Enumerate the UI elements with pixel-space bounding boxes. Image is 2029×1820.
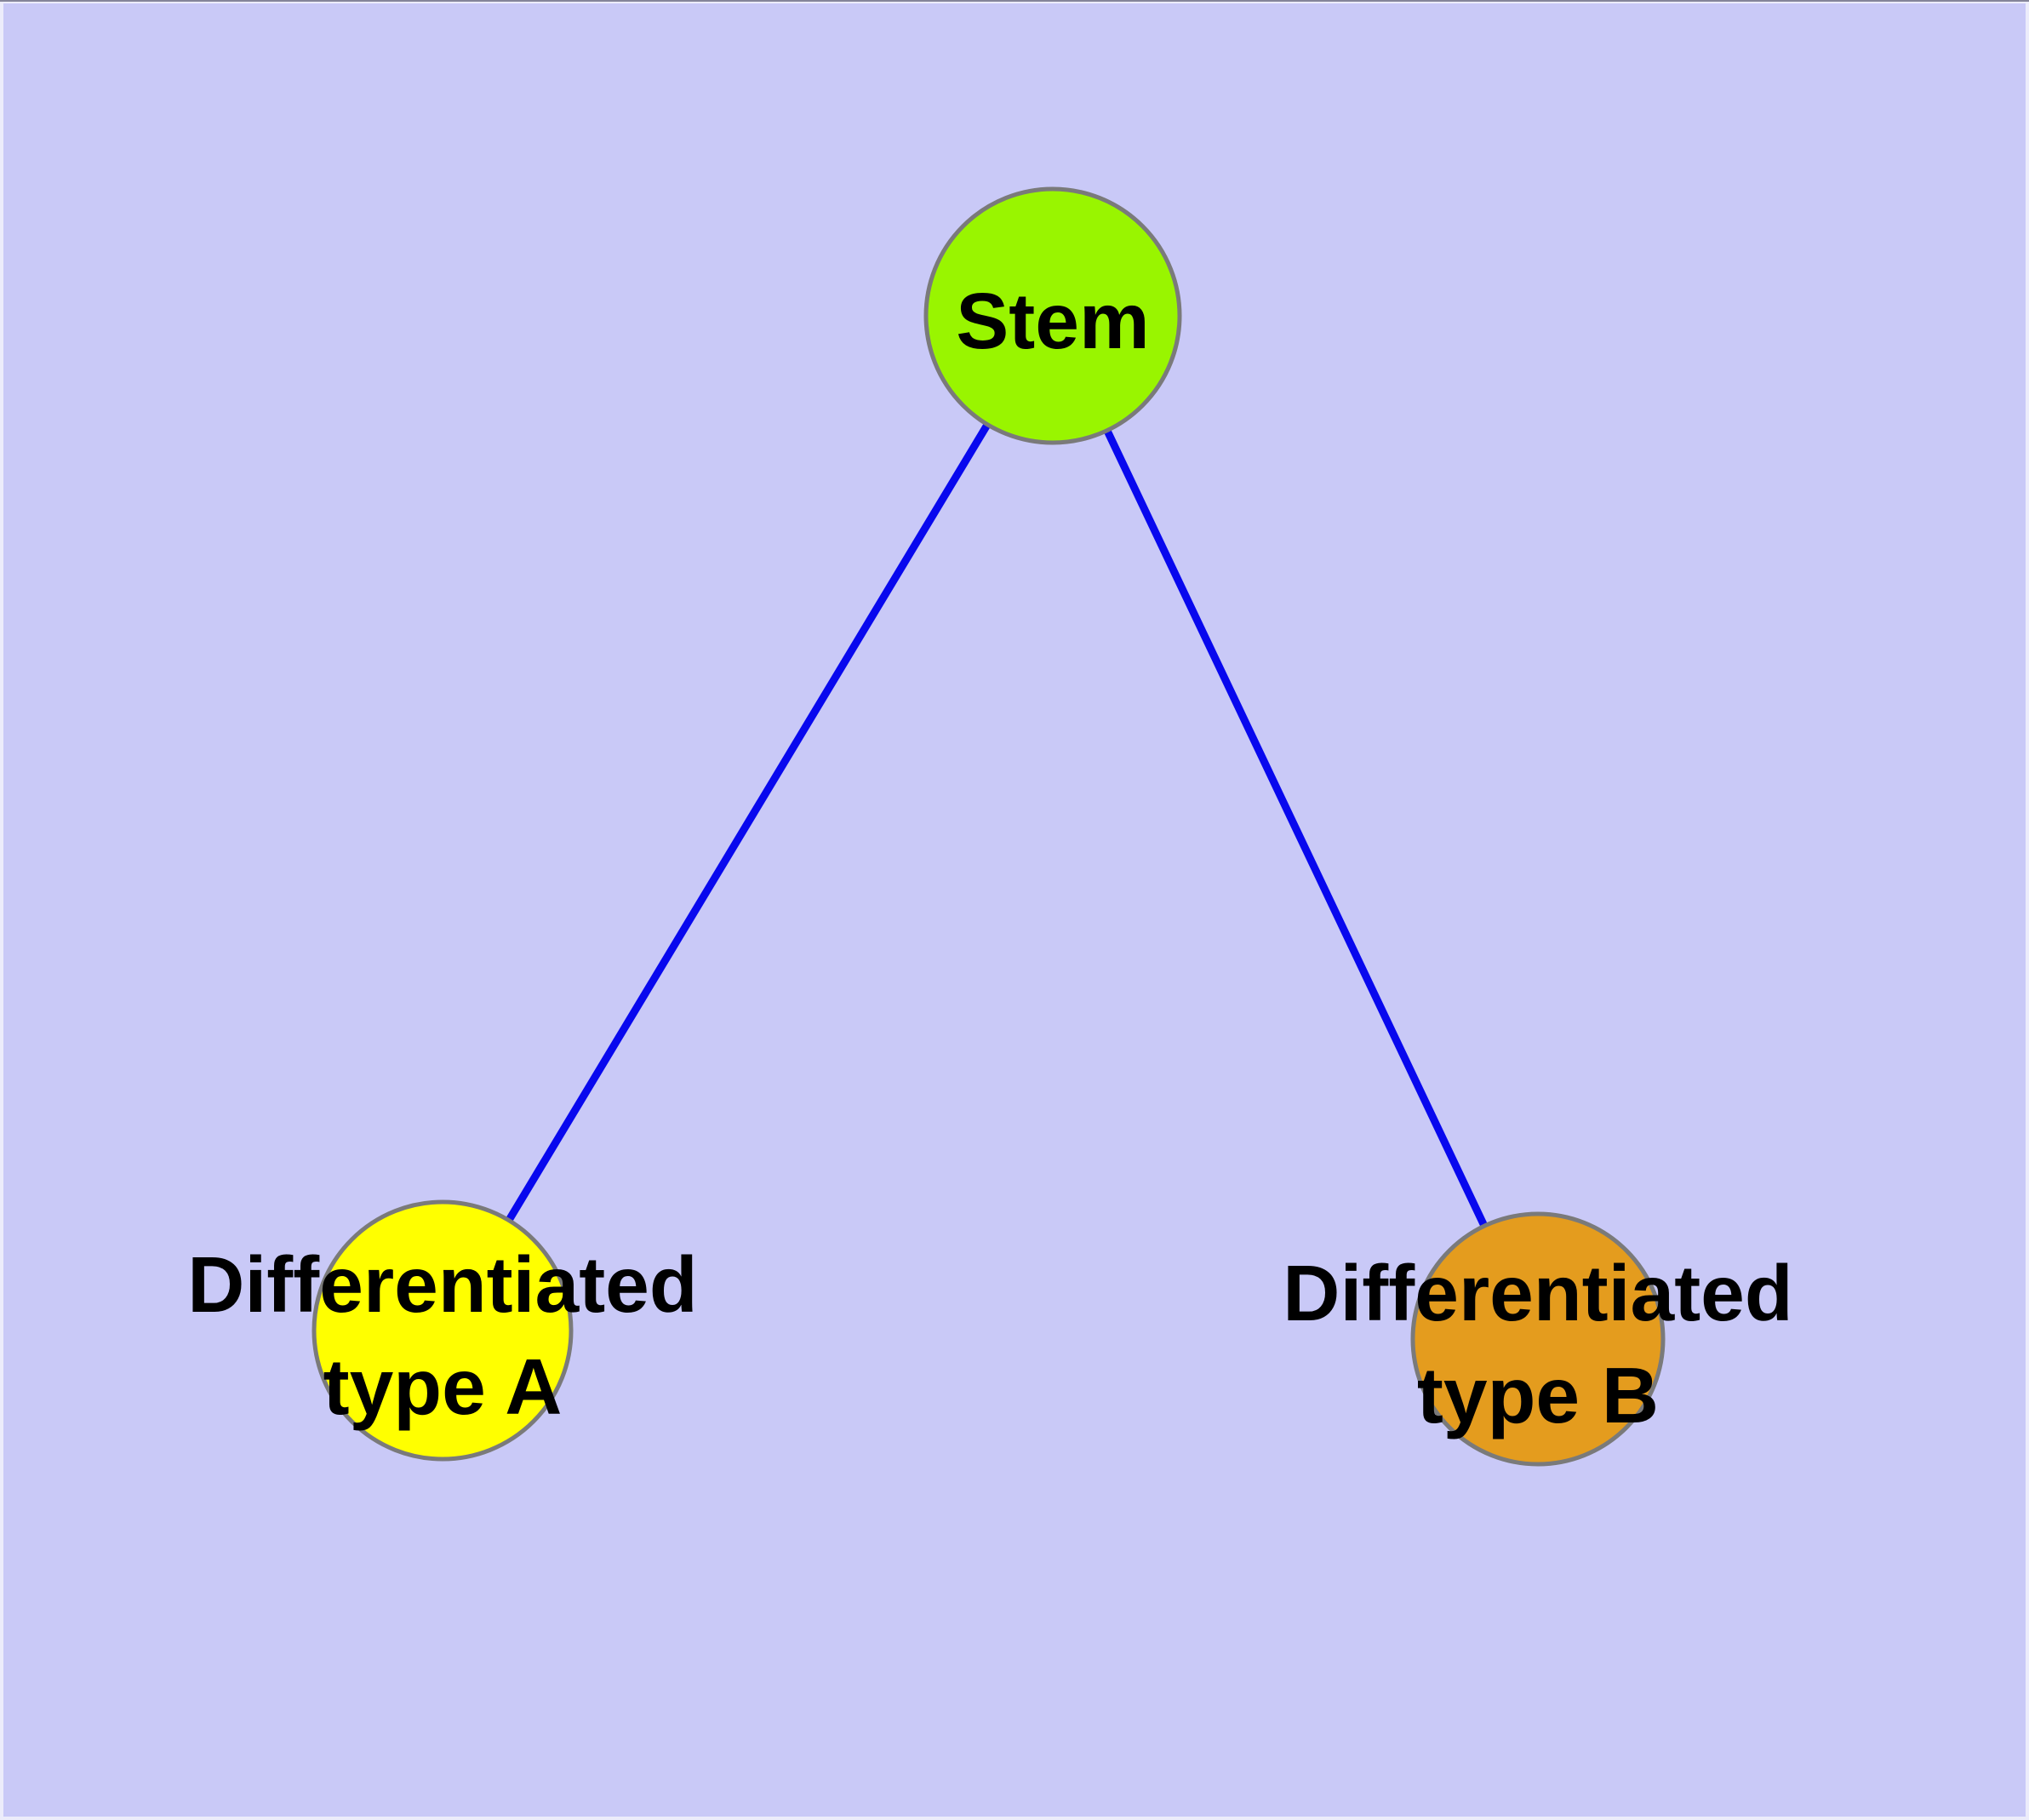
edge-stem-to-differentiated-type-a (439, 313, 1056, 1333)
node-circle-differentiated-type-a (311, 1199, 574, 1462)
node-label-differentiated-type-a-line-1: Differentiated (187, 1240, 697, 1329)
edge-stem-to-differentiated-type-b (1049, 314, 1542, 1341)
node-circle-stem (923, 186, 1182, 445)
node-label-differentiated-type-a-line-2: type A (323, 1342, 563, 1431)
node-label-differentiated-type-b-line-1: Differentiated (1283, 1249, 1792, 1337)
node-circle-differentiated-type-b (1410, 1211, 1666, 1467)
node-label-stem-line-1: Stem (956, 277, 1149, 365)
node-label-differentiated-type-b-line-2: type B (1417, 1351, 1659, 1439)
